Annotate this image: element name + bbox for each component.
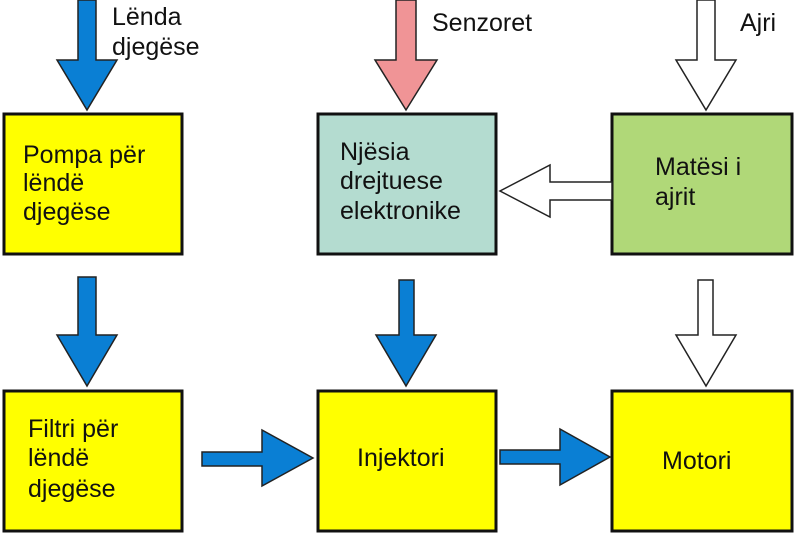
ecu-label-line3: elektronike (340, 197, 461, 225)
ecu-label-line1: Njësia (340, 138, 410, 166)
pump-box: Pompa për lëndë djegëse (2, 112, 184, 256)
air-meter-box: Matësi i ajrit (610, 112, 794, 256)
ecu-box: Njësia drejtuese elektronike (316, 112, 498, 256)
ecu-to-injector-arrow (374, 279, 438, 388)
injector-box: Injektori (316, 389, 498, 533)
fuel-input-label-line2: djegëse (112, 33, 200, 61)
engine-box: Motori (610, 389, 794, 533)
pump-label-line3: djegëse (23, 198, 111, 226)
sensors-input-label: Senzoret (432, 9, 532, 37)
fuel-input-arrow (55, 0, 119, 112)
filter-label-line1: Filtri për (28, 415, 118, 443)
air-meter-label-line2: ajrit (655, 183, 695, 211)
filter-box: Filtri për lëndë djegëse (2, 389, 184, 533)
sensors-input-arrow (373, 0, 439, 112)
fuel-input-label-line1: Lënda (112, 3, 182, 31)
airmeter-to-ecu-arrow (498, 163, 613, 219)
filter-label-line2: lëndë (28, 444, 89, 472)
filter-label-line3: djegëse (28, 475, 116, 503)
ecu-label-line2: drejtuese (340, 167, 443, 195)
filter-to-injector-arrow (201, 428, 315, 488)
pump-to-filter-arrow (55, 276, 119, 388)
pump-label-line1: Pompa për (23, 141, 145, 169)
engine-label: Motori (662, 447, 731, 475)
pump-label-line2: lëndë (23, 169, 84, 197)
air-input-arrow (674, 0, 738, 112)
injector-label: Injektori (357, 444, 445, 472)
injector-to-engine-arrow (499, 427, 612, 487)
airmeter-to-engine-arrow (674, 279, 738, 388)
air-input-label: Ajri (740, 9, 776, 37)
air-meter-label-line1: Matësi i (655, 153, 741, 181)
